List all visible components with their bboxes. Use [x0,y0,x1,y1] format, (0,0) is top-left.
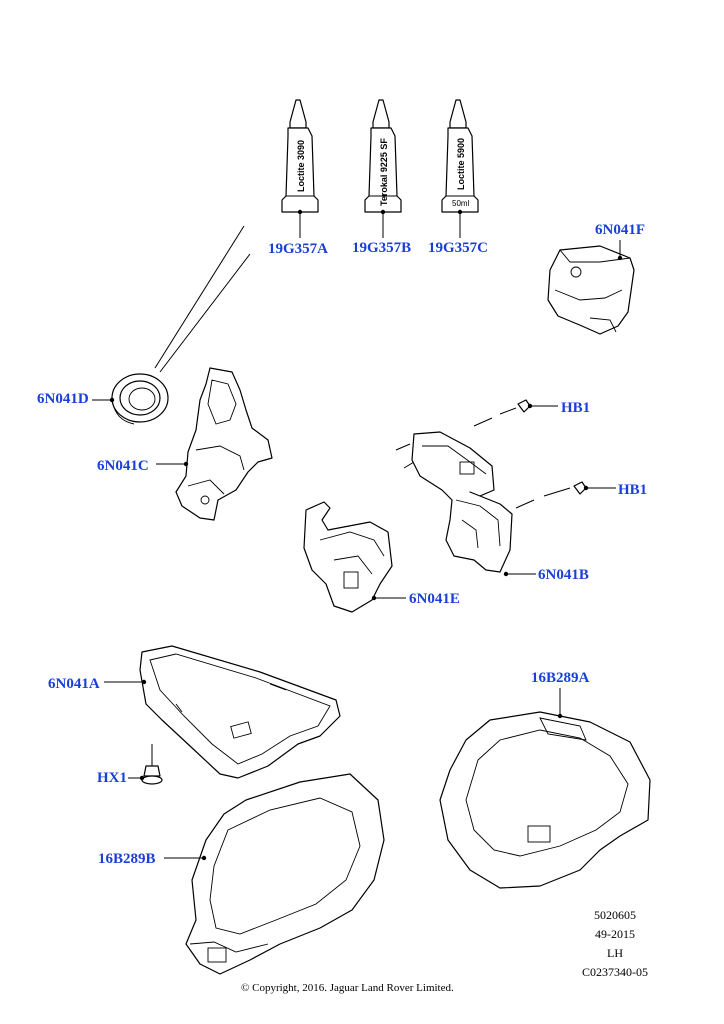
tube-label-2: Terokal 9225 SF [379,138,389,206]
part-16B289B[interactable] [164,773,385,975]
part-6N041B[interactable] [395,431,536,577]
callout-16B289B[interactable]: 16B289B [98,851,156,867]
callout-19G357C[interactable]: 19G357C [428,240,488,256]
callout-6N041A[interactable]: 6N041A [48,676,100,692]
part-6N041A[interactable] [104,645,341,779]
tube-label-1: Loctite 3090 [296,140,306,192]
callout-6N041D[interactable]: 6N041D [37,391,89,407]
callout-6N041C[interactable]: 6N041C [97,458,149,474]
callout-6N041E[interactable]: 6N041E [409,591,460,607]
sealant-tube-19G357B[interactable]: Terokal 9225 SF [364,99,402,238]
callout-19G357A[interactable]: 19G357A [268,241,328,257]
callout-HX1[interactable]: HX1 [97,770,127,786]
callout-16B289A[interactable]: 16B289A [531,670,590,686]
part-6N041E[interactable] [303,501,406,613]
sealant-tube-19G357C[interactable]: Loctite 5900 50ml [441,99,479,238]
part-6N041C[interactable] [156,367,273,521]
diagram-side: LH [607,946,623,960]
fastener-HX1[interactable] [128,744,163,785]
fastener-HB1-top[interactable] [473,399,558,427]
tube-label-3: Loctite 5900 [456,138,466,190]
callout-6N041B[interactable]: 6N041B [538,567,589,583]
fastener-HB1-bottom[interactable] [515,481,616,509]
copyright-notice: © Copyright, 2016. Jaguar Land Rover Lim… [241,982,454,994]
callout-19G357B[interactable]: 19G357B [352,240,412,256]
diagram-number: 5020605 [594,908,636,922]
part-6N041D[interactable] [92,373,169,425]
sealant-tube-19G357A[interactable]: Loctite 3090 [281,99,319,238]
part-16B289A[interactable] [439,688,651,889]
diagram-reference: C0237340-05 [582,965,648,979]
callout-6N041F[interactable]: 6N041F [595,222,645,238]
tube-volume-3: 50ml [452,199,470,208]
callout-HB1-top[interactable]: HB1 [561,400,591,416]
part-6N041F[interactable] [547,240,635,335]
callout-HB1-bottom[interactable]: HB1 [618,482,648,498]
diagram-date: 49-2015 [595,927,635,941]
